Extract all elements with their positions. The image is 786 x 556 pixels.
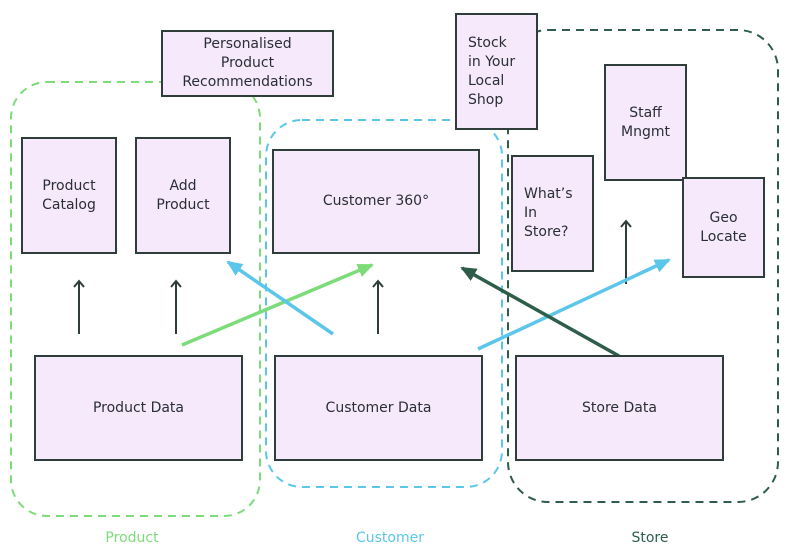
product-data-box[interactable]: Product Data bbox=[34, 355, 243, 461]
arrow-customer-data-to-add-product bbox=[226, 260, 334, 336]
product-group-boundary bbox=[10, 81, 261, 517]
store-group-boundary bbox=[507, 29, 779, 503]
arrow-store-data-to-360 bbox=[460, 266, 620, 358]
add-product-box[interactable]: Add Product bbox=[135, 137, 231, 254]
product-group-label: Product bbox=[105, 530, 159, 546]
customer-data-box[interactable]: Customer Data bbox=[274, 355, 483, 461]
store-data-box[interactable]: Store Data bbox=[515, 355, 724, 461]
arrow-product-data-to-360 bbox=[181, 263, 374, 347]
arrow-customer-data-to-geo bbox=[477, 258, 671, 351]
staff-mngmt-box[interactable]: Staff Mngmt bbox=[604, 64, 687, 181]
geo-locate-box[interactable]: Geo Locate bbox=[682, 177, 765, 278]
stock-local-shop-box[interactable]: Stock in Your Local Shop bbox=[455, 13, 538, 130]
customer-group-label: Customer bbox=[355, 530, 424, 546]
store-group-label: Store bbox=[631, 530, 669, 546]
customer-360-box[interactable]: Customer 360° bbox=[272, 149, 480, 254]
personalised-recommendations-box[interactable]: Personalised Product Recommendations bbox=[161, 30, 334, 97]
customer-group-boundary bbox=[265, 119, 503, 488]
product-catalog-box[interactable]: Product Catalog bbox=[21, 137, 117, 254]
whats-in-store-box[interactable]: What’s In Store? bbox=[511, 155, 594, 272]
